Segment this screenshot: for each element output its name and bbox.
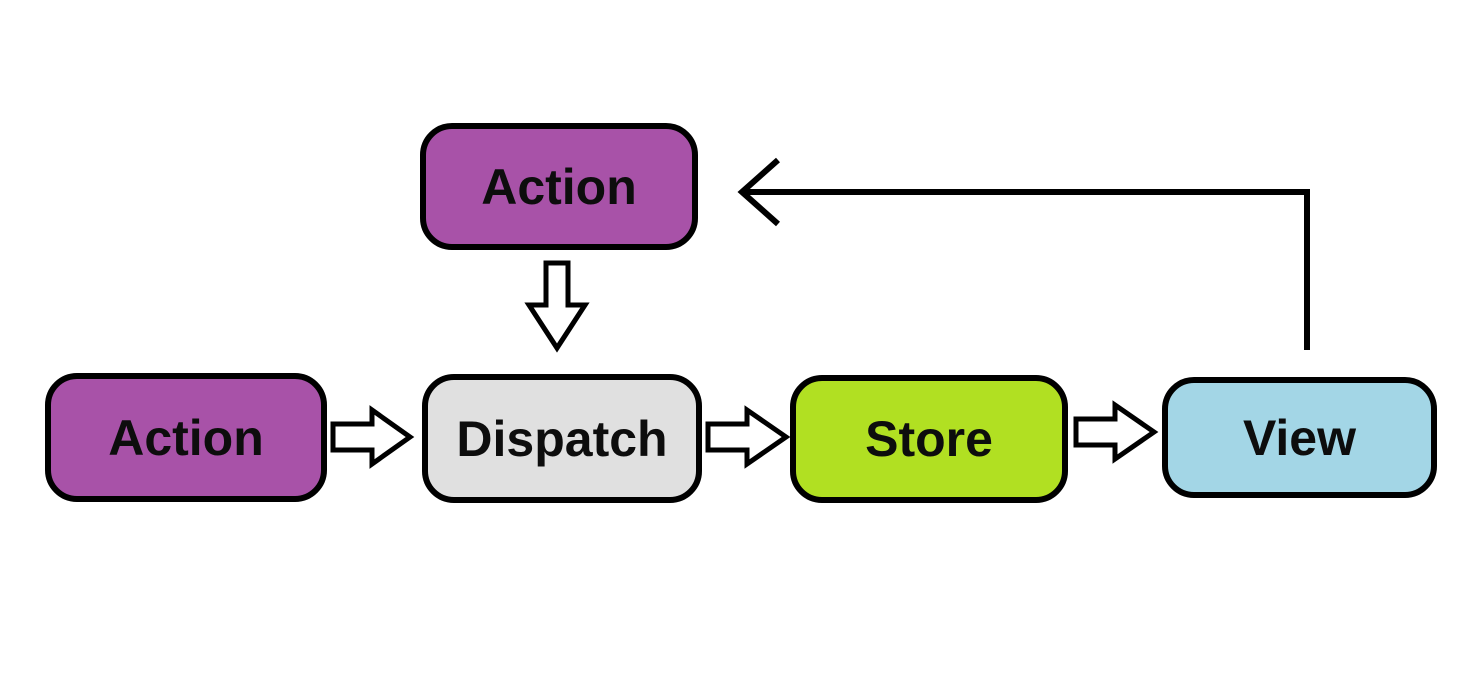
node-dispatch-label: Dispatch bbox=[456, 410, 668, 467]
node-view-label: View bbox=[1242, 409, 1357, 466]
arrow-action-top-to-dispatch bbox=[524, 260, 590, 353]
node-store-label: Store bbox=[865, 411, 993, 467]
node-view: View bbox=[1162, 377, 1437, 498]
node-action-top: Action bbox=[420, 123, 698, 250]
node-action-left: Action bbox=[45, 373, 327, 502]
arrow-dispatch-to-store bbox=[705, 405, 791, 469]
node-store: Store bbox=[790, 375, 1068, 503]
node-action-left-label: Action bbox=[108, 409, 264, 466]
node-action-top-label: Action bbox=[481, 158, 637, 215]
node-dispatch: Dispatch bbox=[422, 374, 702, 503]
arrow-store-to-view bbox=[1073, 400, 1159, 464]
arrow-view-to-action-line bbox=[744, 189, 1310, 350]
arrow-action-left-to-dispatch bbox=[330, 405, 415, 469]
arrow-view-to-action-head bbox=[737, 157, 780, 227]
